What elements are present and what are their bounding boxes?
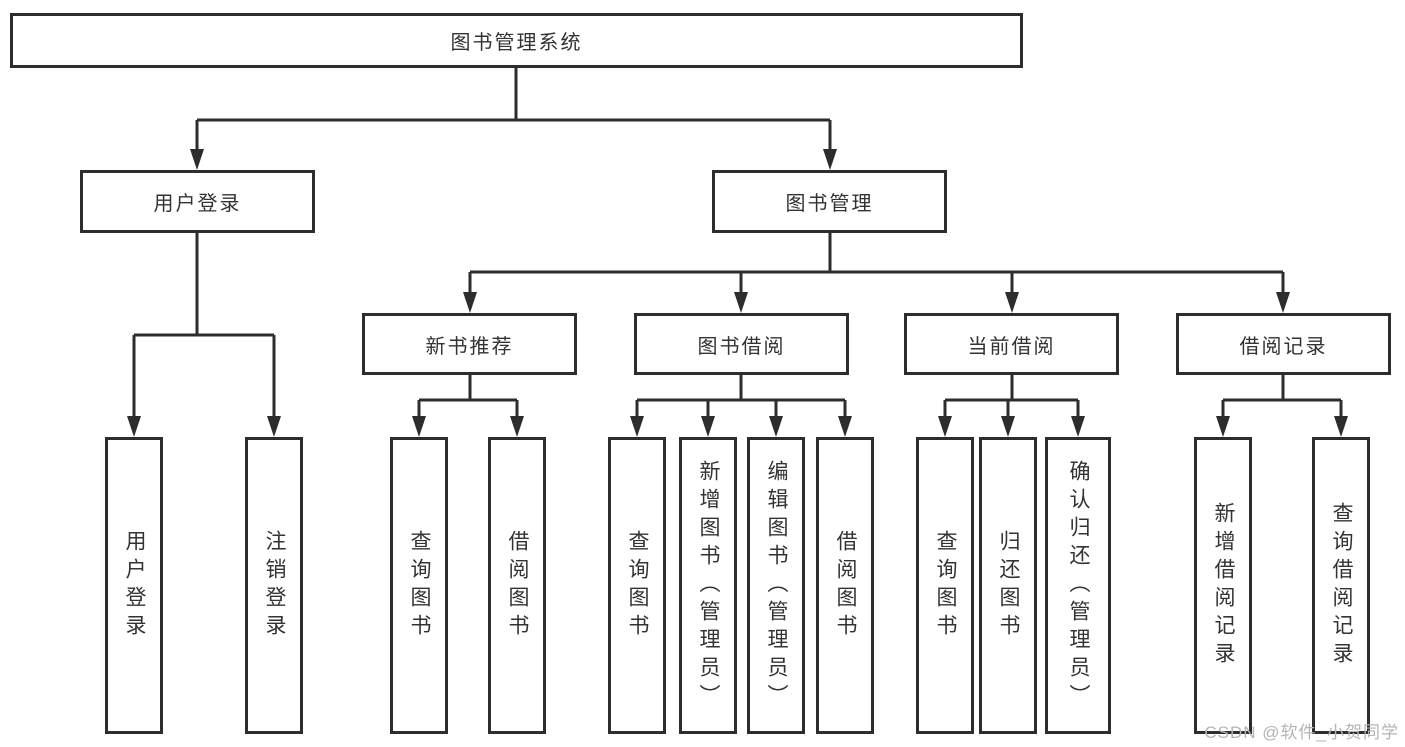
arrow-icon xyxy=(190,149,204,170)
node-new-book-recommend: 新书推荐 xyxy=(362,313,577,375)
leaf-cb-return-books: 归还图书 xyxy=(979,437,1037,734)
connector-book-mgmt-children xyxy=(468,233,1285,295)
connector-book-borrow-children xyxy=(635,375,847,419)
connector-new-book-children xyxy=(417,375,519,419)
arrow-icon xyxy=(1071,416,1085,437)
leaf-logout-login: 注销登录 xyxy=(245,437,303,734)
connector-user-login-children xyxy=(132,233,276,419)
node-borrowing-records: 借阅记录 xyxy=(1176,313,1391,375)
leaf-bb-add-books-admin: 新增图书（管理员） xyxy=(679,437,737,734)
arrow-icon xyxy=(630,416,644,437)
csdn-watermark: CSDN @软件_小贺同学 xyxy=(1204,723,1399,742)
leaf-nbr-borrow-books: 借阅图书 xyxy=(488,437,546,734)
arrow-icon xyxy=(769,416,783,437)
arrow-icon xyxy=(701,416,715,437)
arrow-icon xyxy=(1276,292,1290,313)
leaf-bb-query-books: 查询图书 xyxy=(608,437,666,734)
arrow-icon xyxy=(734,292,748,313)
node-current-borrowing: 当前借阅 xyxy=(904,313,1119,375)
connector-root-to-level2 xyxy=(195,68,832,152)
arrow-icon xyxy=(823,149,837,170)
leaf-cb-confirm-return-admin: 确认归还（管理员） xyxy=(1045,437,1111,734)
node-user-login: 用户登录 xyxy=(80,170,315,233)
node-book-borrowing: 图书借阅 xyxy=(634,313,849,375)
arrow-icon xyxy=(412,416,426,437)
leaf-br-query-record: 查询借阅记录 xyxy=(1312,437,1370,734)
arrow-icon xyxy=(1005,292,1019,313)
arrow-icon xyxy=(463,292,477,313)
leaf-bb-edit-books-admin: 编辑图书（管理员） xyxy=(747,437,805,734)
arrow-icon xyxy=(838,416,852,437)
arrowheads xyxy=(127,149,1348,437)
node-root-library-system: 图书管理系统 xyxy=(10,13,1023,68)
arrow-icon xyxy=(127,416,141,437)
arrow-icon xyxy=(510,416,524,437)
leaf-user-login: 用户登录 xyxy=(105,437,163,734)
leaf-br-add-record: 新增借阅记录 xyxy=(1194,437,1252,734)
connector-current-borrow-children xyxy=(943,375,1080,419)
leaf-bb-borrow-books: 借阅图书 xyxy=(816,437,874,734)
arrow-icon xyxy=(1334,416,1348,437)
arrow-icon xyxy=(1001,416,1015,437)
arrow-icon xyxy=(1216,416,1230,437)
arrow-icon xyxy=(267,416,281,437)
node-book-management: 图书管理 xyxy=(712,170,947,233)
leaf-nbr-query-books: 查询图书 xyxy=(390,437,448,734)
leaf-cb-query-books: 查询图书 xyxy=(916,437,974,734)
arrow-icon xyxy=(938,416,952,437)
connector-borrow-records-children xyxy=(1221,375,1343,419)
